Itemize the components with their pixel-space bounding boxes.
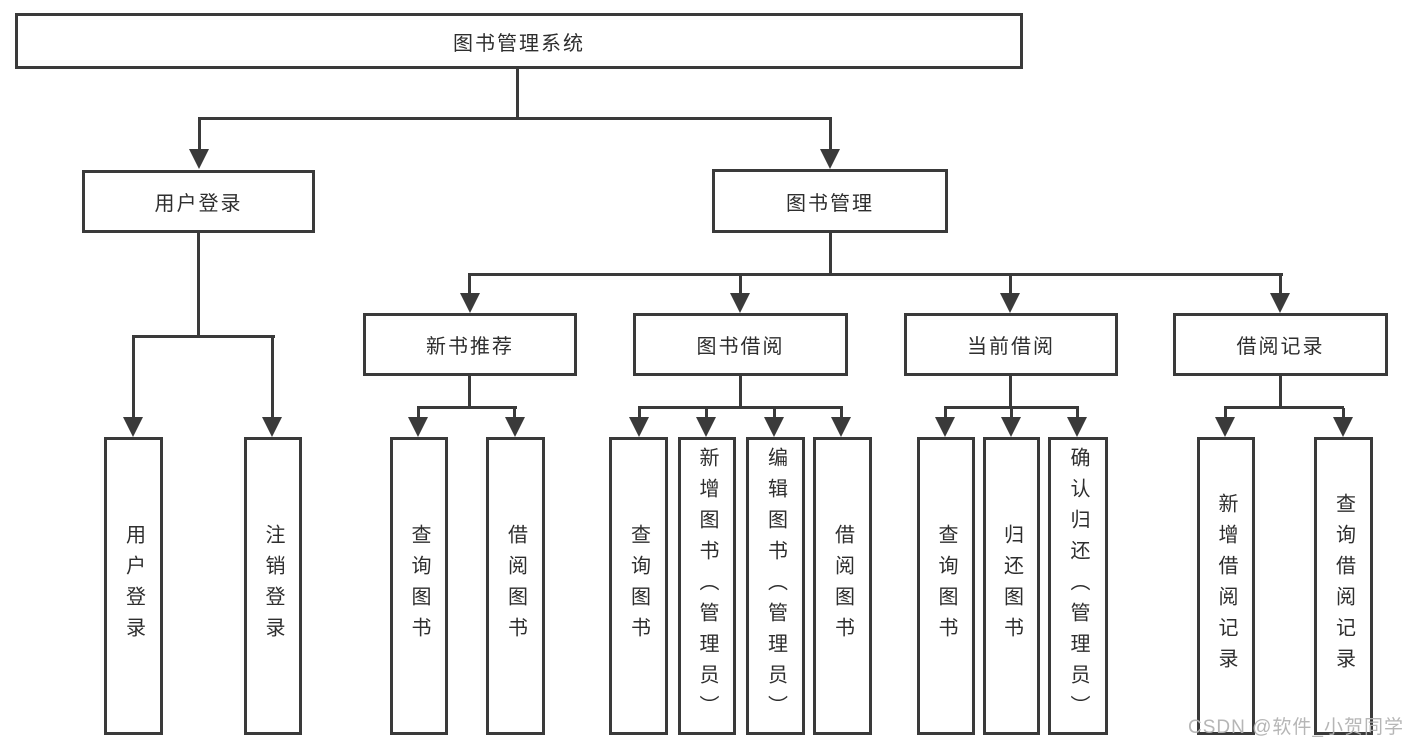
connector-line (1010, 408, 1013, 419)
connector-line (638, 406, 843, 409)
connector-line (417, 406, 517, 409)
connector-line (638, 408, 641, 419)
connector-arrow-down (408, 417, 428, 437)
leaf-add-borrow-record: 新增借阅记录 (1197, 437, 1255, 735)
connector-arrow-down (730, 293, 750, 313)
connector-line (516, 69, 519, 119)
leaf-query-books-3: 查询图书 (917, 437, 975, 735)
connector-line (840, 408, 843, 419)
node-user-login: 用户登录 (82, 170, 315, 233)
connector-arrow-down (505, 417, 525, 437)
connector-line (468, 275, 471, 295)
leaf-confirm-return-admin: 确认归还（管理员） (1048, 437, 1108, 735)
connector-line (513, 408, 516, 419)
connector-line (1224, 408, 1227, 419)
connector-arrow-down (820, 149, 840, 169)
connector-arrow-down (1270, 293, 1290, 313)
connector-arrow-down (1067, 417, 1087, 437)
connector-arrow-down (262, 417, 282, 437)
node-borrow-records: 借阅记录 (1173, 313, 1388, 376)
connector-line (1009, 376, 1012, 408)
connector-arrow-down (696, 417, 716, 437)
connector-line (417, 408, 420, 419)
leaf-return-books: 归还图书 (983, 437, 1040, 735)
connector-line (773, 408, 776, 419)
connector-arrow-down (1215, 417, 1235, 437)
connector-arrow-down (831, 417, 851, 437)
connector-line (829, 119, 832, 151)
leaf-query-borrow-record: 查询借阅记录 (1314, 437, 1373, 735)
leaf-edit-books-admin: 编辑图书（管理员） (746, 437, 805, 735)
connector-line (1076, 408, 1079, 419)
connector-arrow-down (189, 149, 209, 169)
node-current-borrowing: 当前借阅 (904, 313, 1118, 376)
connector-arrow-down (1001, 417, 1021, 437)
connector-line (1342, 408, 1345, 419)
connector-line (468, 376, 471, 408)
connector-arrow-down (764, 417, 784, 437)
connector-line (271, 335, 274, 418)
connector-arrow-down (123, 417, 143, 437)
connector-arrow-down (935, 417, 955, 437)
connector-line (944, 408, 947, 419)
leaf-borrow-books-2: 借阅图书 (813, 437, 872, 735)
connector-line (198, 117, 832, 120)
connector-arrow-down (460, 293, 480, 313)
node-book-borrowing: 图书借阅 (633, 313, 848, 376)
connector-line (198, 119, 201, 151)
csdn-watermark: CSDN @软件_小贺同学 (1188, 717, 1404, 738)
leaf-logout: 注销登录 (244, 437, 302, 735)
connector-line (1279, 275, 1282, 295)
connector-arrow-down (629, 417, 649, 437)
connector-line (132, 335, 135, 418)
connector-line (829, 233, 832, 275)
leaf-user-login: 用户登录 (104, 437, 163, 735)
connector-line (134, 335, 275, 338)
connector-line (1279, 376, 1282, 408)
connector-line (944, 406, 1079, 409)
connector-line (468, 273, 1283, 276)
connector-line (197, 233, 200, 338)
connector-line (1224, 406, 1344, 409)
node-library-system: 图书管理系统 (15, 13, 1023, 69)
node-new-book-recommend: 新书推荐 (363, 313, 577, 376)
connector-line (739, 275, 742, 295)
leaf-borrow-books-1: 借阅图书 (486, 437, 545, 735)
leaf-query-books-2: 查询图书 (609, 437, 668, 735)
leaf-query-books-1: 查询图书 (390, 437, 448, 735)
connector-line (1009, 275, 1012, 295)
node-book-management: 图书管理 (712, 169, 948, 233)
leaf-add-books-admin: 新增图书（管理员） (678, 437, 736, 735)
connector-line (739, 376, 742, 408)
connector-arrow-down (1333, 417, 1353, 437)
connector-arrow-down (1000, 293, 1020, 313)
connector-line (705, 408, 708, 419)
